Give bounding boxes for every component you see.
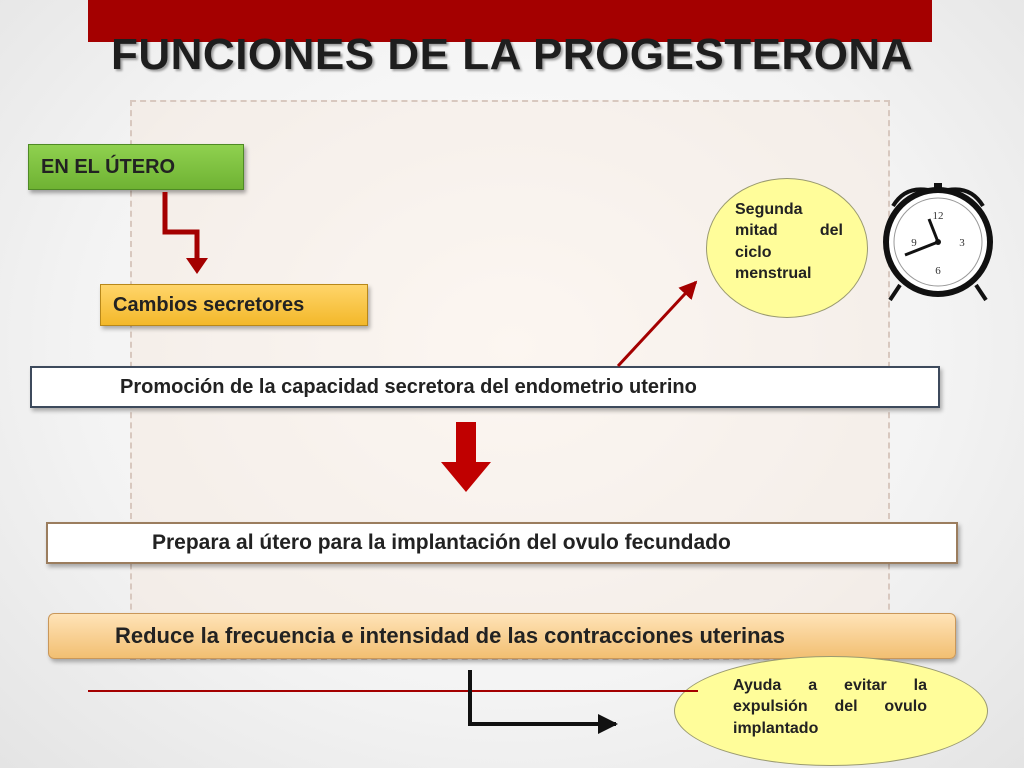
reduce-box: Reduce la frecuencia e intensidad de las… — [48, 613, 956, 659]
clock-label-9: 9 — [911, 237, 917, 249]
clock-label-12: 12 — [933, 210, 944, 222]
clock-label-6: 6 — [935, 265, 941, 277]
slide-title: FUNCIONES DE LA PROGESTERONA — [111, 30, 913, 79]
title-band — [88, 0, 932, 42]
divider-line — [88, 690, 698, 692]
promocion-box: Promoción de la capacidad secretora del … — [30, 366, 940, 408]
en-el-utero-label: EN EL ÚTERO — [28, 144, 244, 190]
elbow-arrow-to-cambios — [162, 192, 208, 274]
elbow-arrow-to-ayuda — [468, 670, 618, 734]
callout-ayuda-evitar: Ayuda a evitar la expulsión del ovulo im… — [674, 656, 988, 766]
callout-segunda-mitad: Segunda mitad del ciclo menstrual — [706, 178, 868, 318]
down-arrow-icon — [441, 422, 491, 492]
cambios-secretores-label: Cambios secretores — [100, 284, 368, 326]
clock-label-3: 3 — [959, 237, 965, 249]
pointer-arrow-to-segunda — [616, 280, 698, 368]
prepara-box: Prepara al útero para la implantación de… — [46, 522, 958, 564]
alarm-clock-icon: 12 3 6 9 — [883, 183, 993, 302]
